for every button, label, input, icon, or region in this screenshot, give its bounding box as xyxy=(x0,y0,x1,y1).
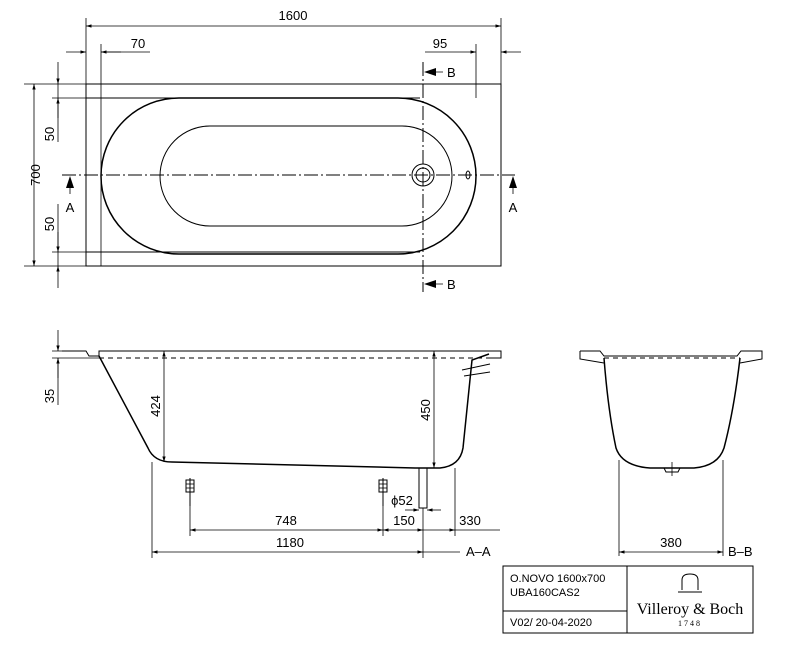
brand-year: 1748 xyxy=(678,619,702,628)
dim-overall-width: 700 xyxy=(28,164,43,186)
foot-left xyxy=(185,478,195,506)
revision-date: V02/ 20-04-2020 xyxy=(510,617,592,629)
section-marker-a-left: A xyxy=(66,200,75,215)
dim-bottom-margin: 50 xyxy=(42,217,57,231)
dim-top-margin: 50 xyxy=(42,127,57,141)
basin-outline-outer xyxy=(100,97,477,255)
basin-outline-inner xyxy=(159,125,453,227)
foot-right xyxy=(378,478,388,506)
waste-pipe xyxy=(418,467,428,509)
dim-depth-right: 450 xyxy=(418,399,433,421)
brand-name: Villeroy & Boch xyxy=(637,601,744,618)
dim-150: 150 xyxy=(393,513,415,528)
dim-waste-diameter: ϕ52 xyxy=(391,493,413,508)
section-marker-a-right: A xyxy=(509,200,518,215)
section-aa-view: 35 424 450 ϕ52 748 150 330 1180 A–A xyxy=(42,330,502,559)
section-marker-b-top: B xyxy=(447,65,456,80)
dim-rim: 35 xyxy=(42,389,57,403)
plan-view: 1600 70 95 700 50 50 A xyxy=(24,8,521,292)
product-code: UBA160CAS2 xyxy=(510,587,580,599)
dim-right-offset: 95 xyxy=(433,36,447,51)
brand-logo-icon xyxy=(678,573,702,593)
section-aa-rim xyxy=(62,350,502,359)
section-bb-label: B–B xyxy=(728,544,753,559)
dim-bottom-width: 380 xyxy=(660,535,682,550)
section-bb-view: 380 B–B xyxy=(579,350,763,559)
dim-1180: 1180 xyxy=(276,535,304,550)
dim-depth-left: 424 xyxy=(148,395,163,417)
dim-748: 748 xyxy=(275,513,297,528)
section-bb-rim xyxy=(580,350,763,364)
section-aa-label: A–A xyxy=(466,544,491,559)
dim-left-offset: 70 xyxy=(131,36,145,51)
section-marker-b-bottom: B xyxy=(447,277,456,292)
section-bb-body xyxy=(603,357,741,469)
overflow-icon xyxy=(465,170,471,180)
product-name: O.NOVO 1600x700 xyxy=(510,573,605,585)
title-block: O.NOVO 1600x700 UBA160CAS2 V02/ 20-04-20… xyxy=(502,565,754,634)
dim-overall-length: 1600 xyxy=(279,8,308,23)
dim-330: 330 xyxy=(459,513,481,528)
